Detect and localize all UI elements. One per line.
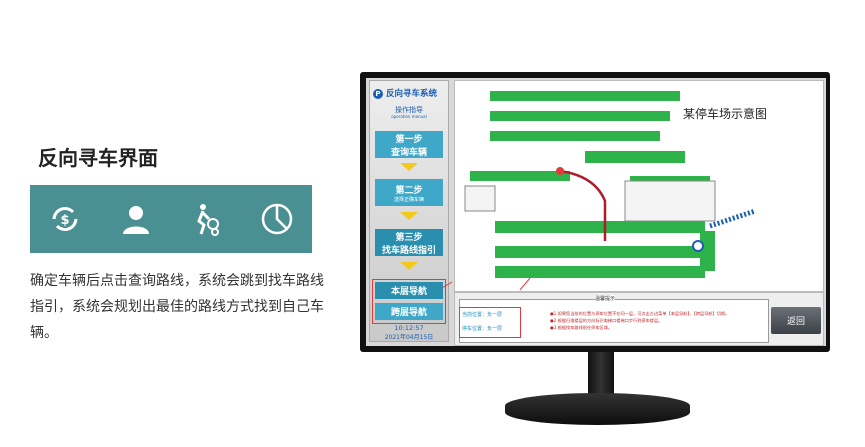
back-button[interactable]: 返回 bbox=[771, 307, 821, 334]
feature-icon-band: $ bbox=[30, 185, 312, 253]
down-arrow-icon bbox=[400, 163, 418, 171]
tips-title: 温馨提示 bbox=[595, 295, 616, 302]
map-title: 某停车场示意图 bbox=[683, 107, 768, 121]
pie-chart-icon bbox=[261, 203, 292, 235]
description: 确定车辆后点击查询路线，系统会跳到找车路线指引，系统会规划出最佳的路线方式找到自… bbox=[30, 273, 324, 341]
clock-date: 2021年04月15日 bbox=[384, 334, 434, 341]
nav-highlight-box bbox=[372, 279, 446, 324]
parking-map[interactable]: 某停车场示意图 bbox=[454, 80, 824, 292]
annotation-arrows bbox=[441, 277, 531, 291]
money-cycle-icon: $ bbox=[52, 207, 78, 231]
step-title: 第二步 bbox=[395, 185, 423, 196]
monitor-stand-base bbox=[505, 393, 690, 425]
tip-item: ●3.根据找车路线前往停车区域。 bbox=[550, 325, 613, 330]
person-gears-icon bbox=[197, 204, 220, 236]
step-label: 找车路线指引 bbox=[381, 245, 436, 256]
user-icon bbox=[122, 206, 149, 234]
guide-label-en: operation manual bbox=[391, 114, 427, 119]
svg-text:$: $ bbox=[61, 213, 70, 228]
tip-item: ●2.根据扫描楼层的方向标识电梯口楼梯口步行到停车楼层。 bbox=[550, 318, 663, 323]
step-title: 第三步 bbox=[395, 232, 423, 243]
monitor-stand-neck bbox=[588, 352, 614, 398]
clock-time: 10:12:57 bbox=[394, 324, 424, 332]
tips-panel: 温馨提示 当前位置：负一层 停车位置：负一层 ●1.如果您当前的位置与停车位置不… bbox=[454, 292, 824, 346]
step-label: 查询车辆 bbox=[390, 147, 427, 158]
down-arrow-icon bbox=[400, 212, 418, 220]
step-2-button[interactable]: 第二步选择正确车辆 bbox=[375, 179, 443, 206]
page-heading: 反向寻车界面 bbox=[38, 146, 158, 170]
tip-item: ●1.如果您当前的位置与停车位置不在同一层，可点击左边菜单【本层导航】、【跨层导… bbox=[550, 311, 730, 316]
step-1-button[interactable]: 第一步查询车辆 bbox=[375, 131, 443, 158]
current-location: 当前位置：负一层 bbox=[462, 312, 503, 318]
current-location-icon bbox=[692, 240, 704, 252]
cross-floor-nav-button[interactable]: 跨层导航 bbox=[375, 303, 443, 320]
same-floor-nav-button[interactable]: 本层导航 bbox=[375, 282, 443, 299]
step-label: 选择正确车辆 bbox=[393, 196, 424, 203]
step-title: 第一步 bbox=[395, 134, 423, 145]
parking-logo-icon: P bbox=[373, 88, 383, 99]
guide-label: 操作指导 bbox=[395, 106, 423, 114]
app-title: 反向寻车系统 bbox=[385, 89, 437, 99]
parking-map-drawing bbox=[464, 91, 756, 278]
down-arrow-icon bbox=[400, 262, 418, 270]
kiosk-sidebar: P 反向寻车系统 操作指导 operation manual 第一步查询车辆 第… bbox=[369, 80, 449, 342]
step-3-button[interactable]: 第三步找车路线指引 bbox=[375, 229, 443, 256]
parking-location: 停车位置：负一层 bbox=[462, 326, 503, 332]
car-location-pin-icon bbox=[556, 167, 564, 175]
